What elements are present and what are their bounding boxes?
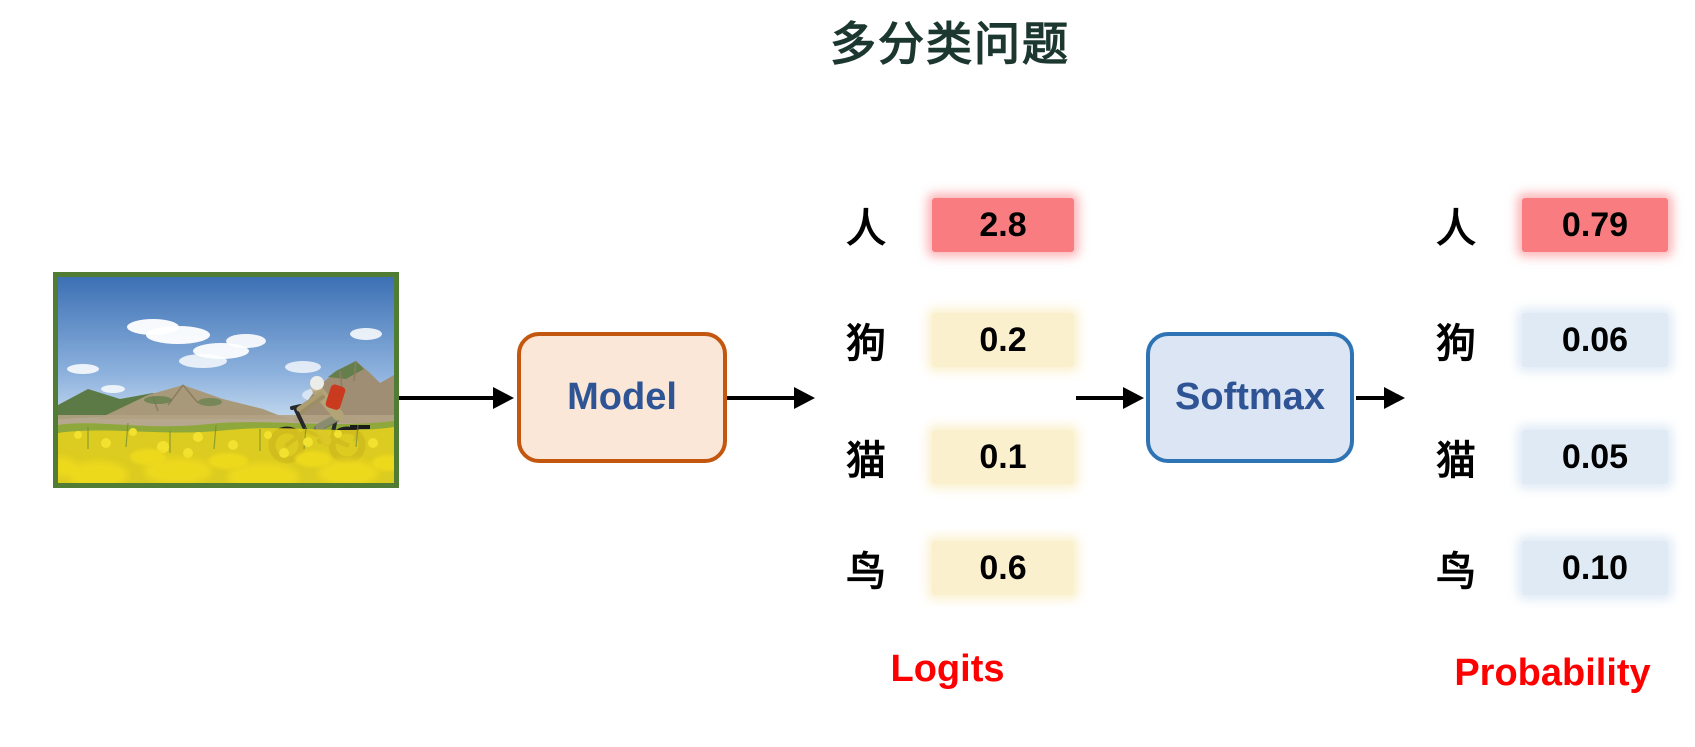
- arrow-image-to-model-icon: [399, 396, 493, 400]
- probability-caption: Probability: [1454, 652, 1651, 694]
- logit-value-cat: 0.1: [932, 430, 1074, 484]
- probability-class-label-person: 人: [1436, 207, 1476, 251]
- input-photo: [53, 272, 399, 488]
- probability-class-label-bird: 鸟: [1436, 550, 1476, 594]
- logits-class-label-person: 人: [846, 207, 886, 251]
- logit-value-person: 2.8: [932, 198, 1074, 252]
- probability-value-bird: 0.10: [1522, 541, 1668, 595]
- logits-caption: Logits: [890, 648, 1005, 690]
- probability-class-label-cat: 猫: [1436, 439, 1476, 483]
- probability-value-cat: 0.05: [1522, 430, 1668, 484]
- page-title: 多分类问题: [830, 18, 1070, 70]
- arrow-softmax-to-probability-icon: [1356, 396, 1384, 400]
- model-label: Model: [567, 376, 677, 418]
- probability-value-dog: 0.06: [1522, 313, 1668, 367]
- probability-value-person: 0.79: [1522, 198, 1668, 252]
- cyclist-photo-illustration: [58, 277, 394, 483]
- logit-value-bird: 0.6: [932, 541, 1074, 595]
- probability-class-label-dog: 狗: [1436, 322, 1476, 366]
- arrow-logits-to-softmax-icon: [1076, 396, 1123, 400]
- logits-class-label-bird: 鸟: [846, 550, 886, 594]
- logit-value-dog: 0.2: [932, 313, 1074, 367]
- arrow-model-to-logits-icon: [727, 396, 794, 400]
- logits-class-label-cat: 猫: [846, 439, 886, 483]
- softmax-node: Softmax: [1146, 332, 1354, 463]
- logits-class-label-dog: 狗: [846, 322, 886, 366]
- model-node: Model: [517, 332, 727, 463]
- softmax-label: Softmax: [1175, 376, 1325, 418]
